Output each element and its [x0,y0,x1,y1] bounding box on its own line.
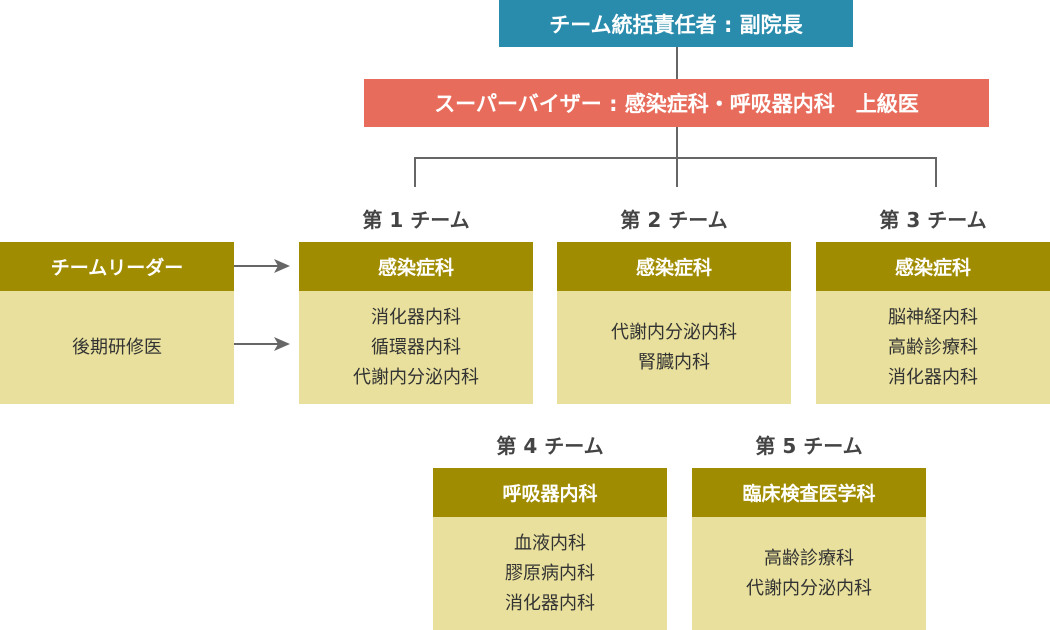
team-label: 第 1 チーム [362,208,470,232]
member-dept: 代謝内分泌内科 [611,321,737,343]
member-dept: 代謝内分泌内科 [353,366,479,388]
member-dept: 血液内科 [514,532,586,554]
team-box: 感染症科消化器内科循環器内科代謝内分泌内科 [299,242,533,404]
team-box: 臨床検査医学科高齢診療科代謝内分泌内科 [692,468,926,630]
team-label: 第 3 チーム [879,208,987,232]
supervisor-box: スーパーバイザー : 感染症科・呼吸器内科 上級医 [364,79,989,127]
member-dept: 膠原病内科 [505,562,595,584]
connector-line [676,47,678,79]
arrow-icon [234,337,290,351]
team-box: 呼吸器内科血液内科膠原病内科消化器内科 [433,468,667,630]
team-label: 第 5 チーム [755,434,863,458]
connector-line [414,157,416,187]
connector-line [414,157,937,159]
member-dept: 代謝内分泌内科 [746,577,872,599]
arrow-icon [234,259,290,273]
team-box: 感染症科代謝内分泌内科腎臓内科 [557,242,791,404]
team-members: 高齢診療科代謝内分泌内科 [692,517,926,630]
member-dept: 消化器内科 [505,592,595,614]
member-dept: 高齢診療科 [888,336,978,358]
team-leader-header: チームリーダー [0,242,234,291]
team-members: 血液内科膠原病内科消化器内科 [433,517,667,630]
team-director-box: チーム統括責任者 : 副院長 [499,0,853,47]
member-dept: 消化器内科 [888,366,978,388]
team-label: 第 2 チーム [620,208,728,232]
team-header: 呼吸器内科 [433,468,667,517]
connector-line [935,157,937,187]
team-leader-body: 後期研修医 [0,291,234,404]
team-members: 消化器内科循環器内科代謝内分泌内科 [299,291,533,404]
team-header: 感染症科 [299,242,533,291]
member-dept: 腎臓内科 [638,351,710,373]
member-dept: 脳神経内科 [888,306,978,328]
team-members: 代謝内分泌内科腎臓内科 [557,291,791,404]
member-dept: 高齢診療科 [764,547,854,569]
team-members: 脳神経内科高齢診療科消化器内科 [816,291,1050,404]
team-header: 感染症科 [557,242,791,291]
team-label: 第 4 チーム [496,434,604,458]
team-leader-box: チームリーダー 後期研修医 [0,242,234,404]
team-header: 感染症科 [816,242,1050,291]
member-dept: 消化器内科 [371,306,461,328]
member-dept: 循環器内科 [371,336,461,358]
team-box: 感染症科脳神経内科高齢診療科消化器内科 [816,242,1050,404]
team-header: 臨床検査医学科 [692,468,926,517]
